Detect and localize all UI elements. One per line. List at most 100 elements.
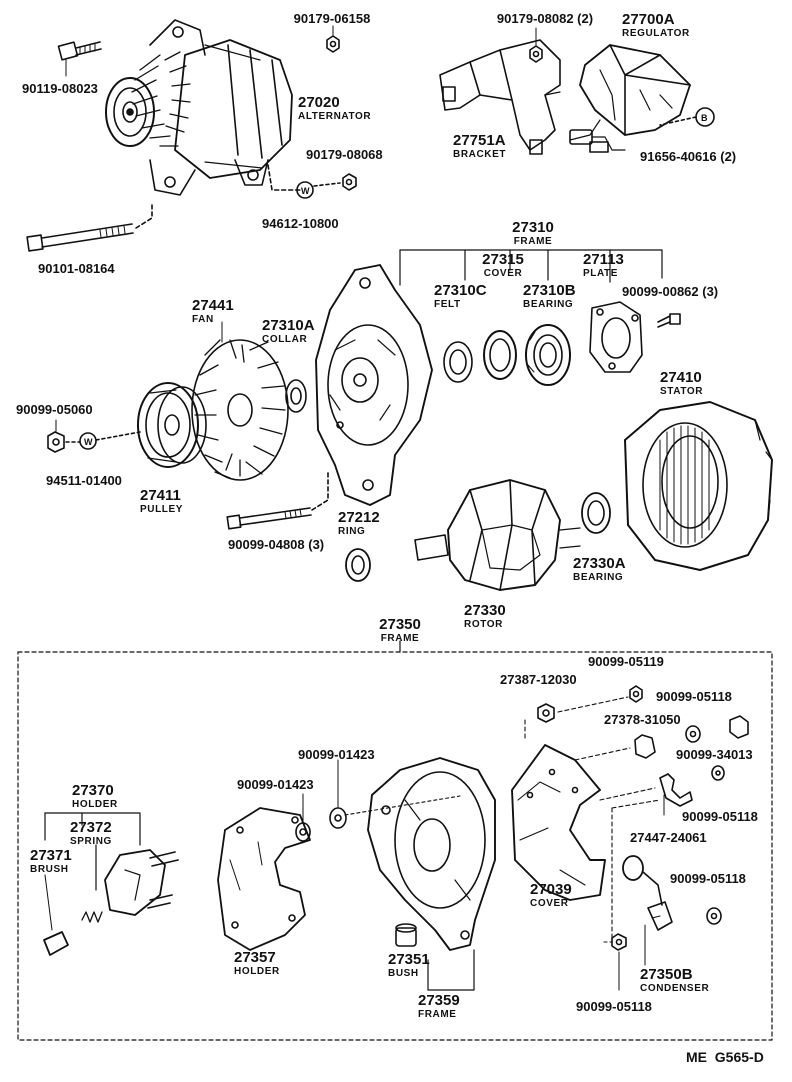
- stator-27410-drawing: [624, 401, 773, 571]
- rectifier-small-parts-drawing: [524, 685, 749, 941]
- frame-27359-bracket: [427, 949, 475, 991]
- pulley-27411-drawing: [137, 382, 207, 468]
- part-name: BEARING: [573, 572, 624, 583]
- part-number: 27310A: [262, 317, 315, 334]
- part-name: HOLDER: [234, 966, 280, 977]
- part-number: 27411: [140, 487, 181, 504]
- collar-27310a-drawing: [285, 379, 307, 413]
- washer-nut-drawing: W: [267, 164, 357, 199]
- cover-27315-drawing: [483, 330, 517, 380]
- part-label-90179-08082: 90179-08082 (2): [497, 12, 593, 25]
- rotor-27330-drawing: [414, 479, 581, 591]
- part-name: PLATE: [583, 268, 619, 279]
- part-name: BRUSH: [30, 864, 69, 875]
- part-number: 90099-34013: [676, 747, 753, 762]
- part-number: 90099-01423: [237, 777, 314, 792]
- part-name: PULLEY: [140, 504, 184, 515]
- part-name: ROTOR: [464, 619, 503, 630]
- part-label-91656-40616: 91656-40616 (2): [640, 150, 736, 163]
- part-number: 27441: [192, 297, 234, 314]
- part-number: 27751A: [453, 132, 506, 149]
- part-label-90099-05060: 90099-05060: [16, 403, 93, 416]
- part-number: 94511-01400: [46, 473, 122, 488]
- bush-27351-drawing: [395, 923, 417, 947]
- regulator-27700a-drawing: [569, 44, 691, 153]
- part-name: ALTERNATOR: [298, 111, 372, 122]
- alternator-assembly-drawing: [105, 19, 293, 196]
- part-label-90099-05118-a: 90099-05118: [656, 690, 732, 703]
- part-number: 27700A: [622, 11, 675, 28]
- part-name: FRAME: [380, 633, 420, 644]
- part-label-90099-34013: 90099-34013: [676, 748, 753, 761]
- part-number: 27315: [482, 251, 524, 268]
- part-number: 27350B: [640, 966, 693, 983]
- part-number: 27351: [388, 951, 430, 968]
- part-number: 27359: [418, 992, 460, 1009]
- part-number: 27020: [298, 94, 340, 111]
- part-label-90101-08164: 90101-08164: [38, 262, 115, 275]
- part-number: 27310B: [523, 282, 576, 299]
- nut-washer-pulley-drawing: W: [47, 419, 141, 453]
- part-label-90099-01423-b: 90099-01423: [237, 778, 314, 791]
- part-number: 90099-05118: [576, 999, 652, 1014]
- part-number: 27370: [72, 782, 114, 799]
- part-number: 90101-08164: [38, 261, 115, 276]
- bolt-90119-08023-drawing: [57, 41, 102, 77]
- bearing-27330a-drawing: [581, 492, 611, 534]
- part-name: BRACKET: [453, 149, 507, 160]
- part-label-90099-05118-c: 90099-05118: [670, 872, 746, 885]
- part-label-90099-01423-a: 90099-01423: [298, 748, 375, 761]
- bolt-90099-04808-drawing: [226, 469, 329, 530]
- part-number: 90099-00862 (3): [622, 284, 719, 299]
- fan-27441-drawing: [191, 321, 289, 481]
- part-label-27387-12030: 27387-12030: [500, 673, 577, 686]
- screw-90099-00862-drawing: [657, 313, 681, 328]
- part-name: BEARING: [523, 299, 574, 310]
- part-number: 27310C: [434, 282, 487, 299]
- part-number: 90119-08023: [22, 81, 98, 96]
- part-number: 90179-08068: [306, 147, 383, 162]
- part-name: SPRING: [70, 836, 112, 847]
- part-number: 27310: [512, 219, 554, 236]
- bracket-27751a-drawing: [439, 39, 561, 155]
- part-number: 27410: [660, 369, 702, 386]
- svg-text:W: W: [301, 186, 310, 196]
- part-name: HOLDER: [72, 799, 118, 810]
- part-number: 27372: [70, 819, 112, 836]
- part-name: COVER: [530, 898, 569, 909]
- screw-91656-40616-drawing: B: [659, 107, 715, 127]
- holder-group-bracket: [44, 812, 141, 891]
- part-label-90099-04808: 90099-04808 (3): [228, 538, 324, 551]
- part-name: COVER: [483, 268, 523, 279]
- part-name: STATOR: [660, 386, 704, 397]
- nuts-90099-05118-drawing: [603, 907, 722, 991]
- part-number: 90099-05060: [16, 402, 93, 417]
- part-number: 27330: [464, 602, 506, 619]
- part-label-94511-01400: 94511-01400: [46, 474, 122, 487]
- part-label-27378-31050: 27378-31050: [604, 713, 681, 726]
- rear-frame-27359-drawing: [367, 757, 496, 951]
- part-name: CONDENSER: [640, 983, 710, 994]
- part-name: BUSH: [388, 968, 419, 979]
- part-number: 27113: [583, 251, 624, 268]
- part-number: 90099-05119: [588, 654, 664, 669]
- part-number: 94612-10800: [262, 216, 339, 231]
- part-number: 90099-04808 (3): [228, 537, 325, 552]
- part-number: 90179-08082 (2): [496, 11, 594, 26]
